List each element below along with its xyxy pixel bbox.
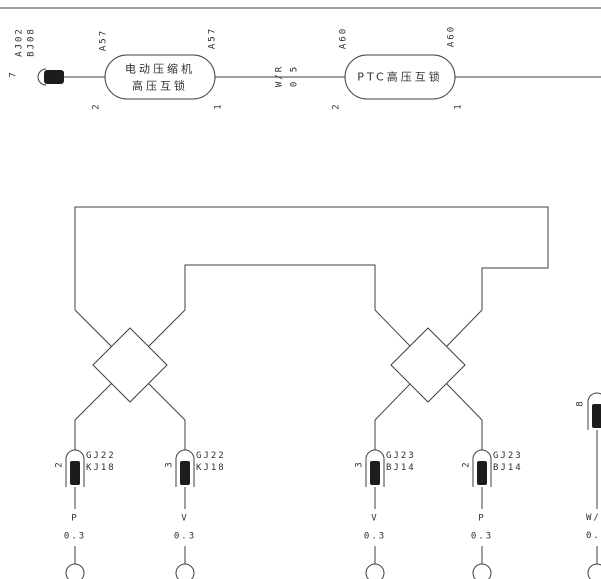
terminal-pin-icon (70, 461, 80, 485)
left-connector-code-1: AJ02 (14, 27, 25, 57)
right-twist-crossover (374, 309, 483, 450)
connector-pin-number: 3 (164, 460, 175, 468)
connector-code-line2: KJ18 (86, 463, 116, 473)
compressor-box-title-line1: 电动压缩机 (125, 62, 195, 76)
connector-pin-number: 2 (54, 460, 65, 468)
right-edge-wire-gauge-label: 0. (586, 531, 601, 541)
connector-code-line1: GJ23 (493, 451, 523, 461)
splice-circle (65, 563, 85, 579)
ptc-box-title: PTC高压互锁 (357, 70, 443, 84)
terminal-pin-icon (44, 70, 64, 84)
twist-diamond-icon (390, 327, 466, 403)
twist-diamond-icon (92, 327, 168, 403)
connector-pin-number: 2 (461, 460, 472, 468)
ptc-terminal-label-right: A60 (446, 24, 457, 48)
wire-color-label: P (478, 513, 486, 524)
right-edge-wire-color-label: W/ (586, 513, 601, 523)
wire-color-label: P (71, 513, 79, 524)
left-connector-code-2: BJ08 (26, 27, 37, 57)
terminal-connector-1 (65, 449, 85, 579)
terminal-pin-icon (477, 461, 487, 485)
compressor-pin-right: 1 (213, 102, 224, 110)
top-wire-color-label: W/R (274, 64, 285, 88)
compressor-box-title-line2: 高压互锁 (132, 79, 188, 93)
right-edge-pin-number: 8 (575, 399, 586, 407)
connector-code-line1: GJ23 (386, 451, 416, 461)
ptc-terminal-label-left: A60 (338, 26, 349, 50)
connector-code-line2: BJ14 (386, 463, 416, 473)
splice-circle (472, 563, 492, 579)
terminal-pin-icon (180, 461, 190, 485)
terminal-pin-icon (370, 461, 380, 485)
wire-gauge-label: 0.3 (63, 531, 87, 542)
wire-color-label: V (371, 513, 379, 524)
terminal-connector-3 (365, 449, 385, 579)
splice-circle (587, 563, 601, 579)
compressor-pin-left: 2 (91, 102, 102, 110)
ptc-pin-right: 1 (453, 102, 464, 110)
terminal-connector-4 (472, 449, 492, 579)
terminal-pin-icon (592, 404, 601, 428)
right-edge-connector (587, 392, 601, 579)
compressor-terminal-label-left: A57 (98, 28, 109, 52)
wire-color-label: V (181, 513, 189, 524)
connector-code-line2: KJ18 (196, 463, 226, 473)
splice-circle (365, 563, 385, 579)
terminal-connector-2 (175, 449, 195, 579)
outer-wire-route (74, 206, 549, 310)
left-twist-crossover (74, 309, 186, 450)
left-connector-pin-number: 7 (8, 70, 19, 78)
connector-code-line1: GJ22 (86, 451, 116, 461)
splice-circle (175, 563, 195, 579)
wire-gauge-label: 0.3 (173, 531, 197, 542)
wire-gauge-label: 0.3 (470, 531, 494, 542)
connector-code-line1: GJ22 (196, 451, 226, 461)
wire-gauge-label: 0.3 (363, 531, 387, 542)
left-harness-connector-symbol (37, 68, 64, 86)
connector-code-line2: BJ14 (493, 463, 523, 473)
connector-pin-number: 3 (354, 460, 365, 468)
inner-wire-route (184, 264, 376, 310)
compressor-terminal-label-right: A57 (207, 26, 218, 50)
ptc-pin-left: 2 (331, 102, 342, 110)
top-wire-gauge-label: 0.5 (289, 64, 300, 88)
